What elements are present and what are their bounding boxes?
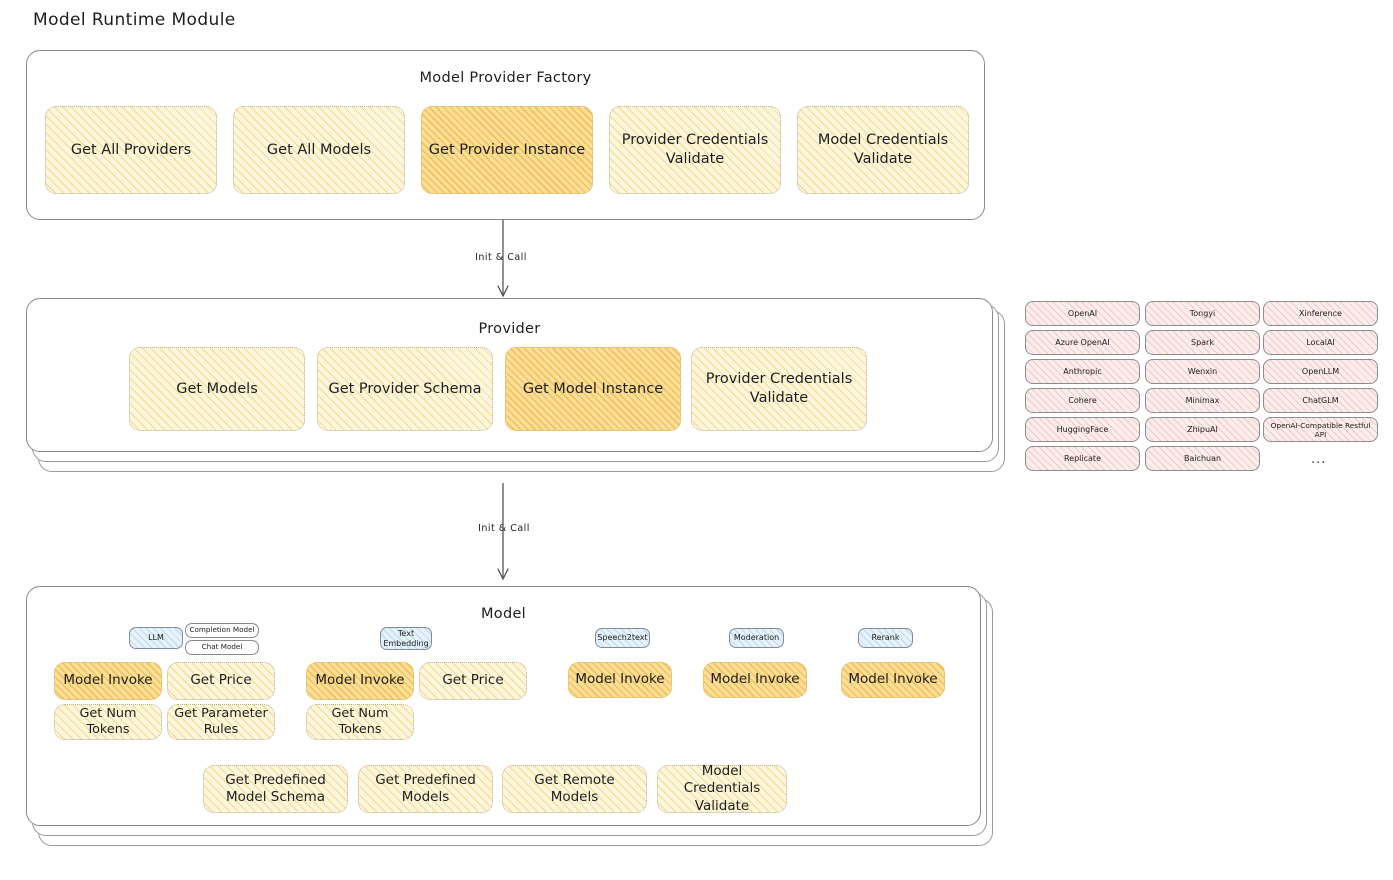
chip-provider-openai-compatible[interactable]: OpenAI-Compatible Restful API	[1263, 417, 1378, 442]
node-get-model-instance[interactable]: Get Model Instance	[505, 347, 681, 431]
node-get-predefined-model-schema[interactable]: Get Predefined Model Schema	[203, 765, 348, 813]
panel-title-model: Model	[480, 606, 527, 622]
node-embedding-get-price[interactable]: Get Price	[419, 662, 527, 700]
chip-provider-chatglm[interactable]: ChatGLM	[1263, 388, 1378, 413]
node-llm-model-invoke[interactable]: Model Invoke	[54, 662, 162, 700]
chip-provider-azure-openai[interactable]: Azure OpenAI	[1025, 330, 1140, 355]
arrow-label-init-call-1: Init & Call	[475, 252, 527, 263]
panel-title-factory: Model Provider Factory	[419, 70, 592, 86]
node-provider-credentials-validate[interactable]: Provider Credentials Validate	[609, 106, 781, 194]
node-embedding-get-num-tokens[interactable]: Get Num Tokens	[306, 704, 414, 740]
chip-provider-replicate[interactable]: Replicate	[1025, 446, 1140, 471]
badge-rerank[interactable]: Rerank	[858, 628, 913, 648]
node-rerank-model-invoke[interactable]: Model Invoke	[841, 662, 945, 698]
arrow-factory-to-provider	[497, 220, 509, 298]
panel-title-provider: Provider	[478, 321, 541, 337]
badge-speech2text[interactable]: Speech2text	[595, 628, 650, 648]
chip-provider-xinference[interactable]: Xinference	[1263, 301, 1378, 326]
node-model-credentials-validate[interactable]: Model Credentials Validate	[797, 106, 969, 194]
arrow-label-init-call-2: Init & Call	[478, 523, 530, 534]
chip-provider-tongyi[interactable]: Tongyi	[1145, 301, 1260, 326]
node-get-models[interactable]: Get Models	[129, 347, 305, 431]
node-get-all-models[interactable]: Get All Models	[233, 106, 405, 194]
chip-provider-openllm[interactable]: OpenLLM	[1263, 359, 1378, 384]
chip-provider-spark[interactable]: Spark	[1145, 330, 1260, 355]
chip-provider-baichuan[interactable]: Baichuan	[1145, 446, 1260, 471]
chip-provider-cohere[interactable]: Cohere	[1025, 388, 1140, 413]
node-get-all-providers[interactable]: Get All Providers	[45, 106, 217, 194]
node-llm-get-num-tokens[interactable]: Get Num Tokens	[54, 704, 162, 740]
node-moderation-model-invoke[interactable]: Model Invoke	[703, 662, 807, 698]
badge-text-embedding[interactable]: Text Embedding	[380, 627, 432, 650]
badge-completion-model[interactable]: Completion Model	[185, 623, 259, 638]
node-speech2text-model-invoke[interactable]: Model Invoke	[568, 662, 672, 698]
badge-moderation[interactable]: Moderation	[729, 628, 784, 648]
chip-provider-anthropic[interactable]: Anthropic	[1025, 359, 1140, 384]
chip-provider-openai[interactable]: OpenAI	[1025, 301, 1140, 326]
node-get-predefined-models[interactable]: Get Predefined Models	[358, 765, 493, 813]
node-get-provider-instance[interactable]: Get Provider Instance	[421, 106, 593, 194]
provider-list-more-ellipsis: ...	[1311, 452, 1327, 467]
node-model-credentials-validate-2[interactable]: Model Credentials Validate	[657, 763, 787, 814]
node-get-provider-schema[interactable]: Get Provider Schema	[317, 347, 493, 431]
chip-provider-wenxin[interactable]: Wenxin	[1145, 359, 1260, 384]
node-embedding-model-invoke[interactable]: Model Invoke	[306, 662, 414, 700]
badge-chat-model[interactable]: Chat Model	[185, 640, 259, 655]
chip-provider-localai[interactable]: LocalAI	[1263, 330, 1378, 355]
arrow-provider-to-model	[497, 483, 509, 581]
node-get-remote-models[interactable]: Get Remote Models	[502, 765, 647, 813]
badge-llm[interactable]: LLM	[129, 627, 183, 649]
page-title: Model Runtime Module	[33, 10, 236, 30]
node-llm-get-parameter-rules[interactable]: Get Parameter Rules	[167, 704, 275, 740]
node-provider-credentials-validate-2[interactable]: Provider Credentials Validate	[691, 347, 867, 431]
chip-provider-zhipuai[interactable]: ZhipuAI	[1145, 417, 1260, 442]
node-llm-get-price[interactable]: Get Price	[167, 662, 275, 700]
chip-provider-minimax[interactable]: Minimax	[1145, 388, 1260, 413]
chip-provider-huggingface[interactable]: HuggingFace	[1025, 417, 1140, 442]
